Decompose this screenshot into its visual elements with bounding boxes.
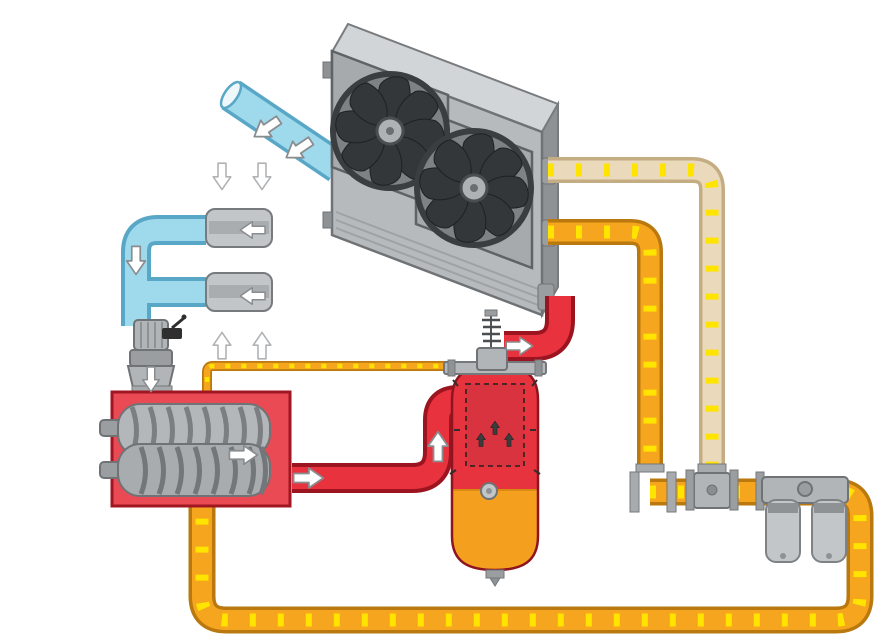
cooler-louvers	[335, 211, 539, 306]
duct-opening	[219, 80, 243, 110]
oil-sight-glass-center	[486, 488, 492, 494]
separated-droplet-marks	[449, 379, 541, 475]
oil-return-line	[188, 478, 874, 634]
cooling-air-exhaust-duct	[219, 80, 348, 182]
cooling-fan-2	[417, 131, 531, 245]
thermostatic-valve	[685, 463, 739, 511]
separator-element	[465, 383, 525, 467]
air-and-oil-cooler	[322, 22, 560, 319]
cooler-mount-tab	[322, 211, 333, 229]
lid-bolt	[447, 359, 456, 377]
oil-line-junction	[629, 463, 677, 513]
lid-bolt	[534, 359, 543, 377]
drain-valve	[489, 577, 501, 587]
separator-to-cooler-pipe	[504, 296, 575, 361]
air-oil-separator-tank	[443, 309, 547, 587]
manifold-bolt	[797, 481, 813, 497]
oil-filter-cartridge-1	[765, 499, 801, 563]
valve-mid-housing	[129, 349, 173, 367]
separator-drain	[485, 569, 505, 579]
ambient-air-arrows	[212, 162, 272, 360]
oil-line-from-cooler	[548, 219, 663, 470]
valve-lever-tip	[181, 314, 187, 320]
cooler-mount-tab	[322, 61, 333, 79]
screw-compressor-airend	[99, 385, 292, 508]
valve-actuator	[162, 328, 182, 339]
cooler-side-panel	[541, 100, 559, 319]
cooled-air-line	[548, 157, 725, 472]
valve-lever	[171, 316, 185, 330]
oil-filter-cartridge-2	[811, 499, 847, 563]
separator-oil-sump	[452, 490, 538, 570]
duplex-oil-filter	[755, 471, 849, 563]
minimum-pressure-valve	[476, 309, 508, 371]
